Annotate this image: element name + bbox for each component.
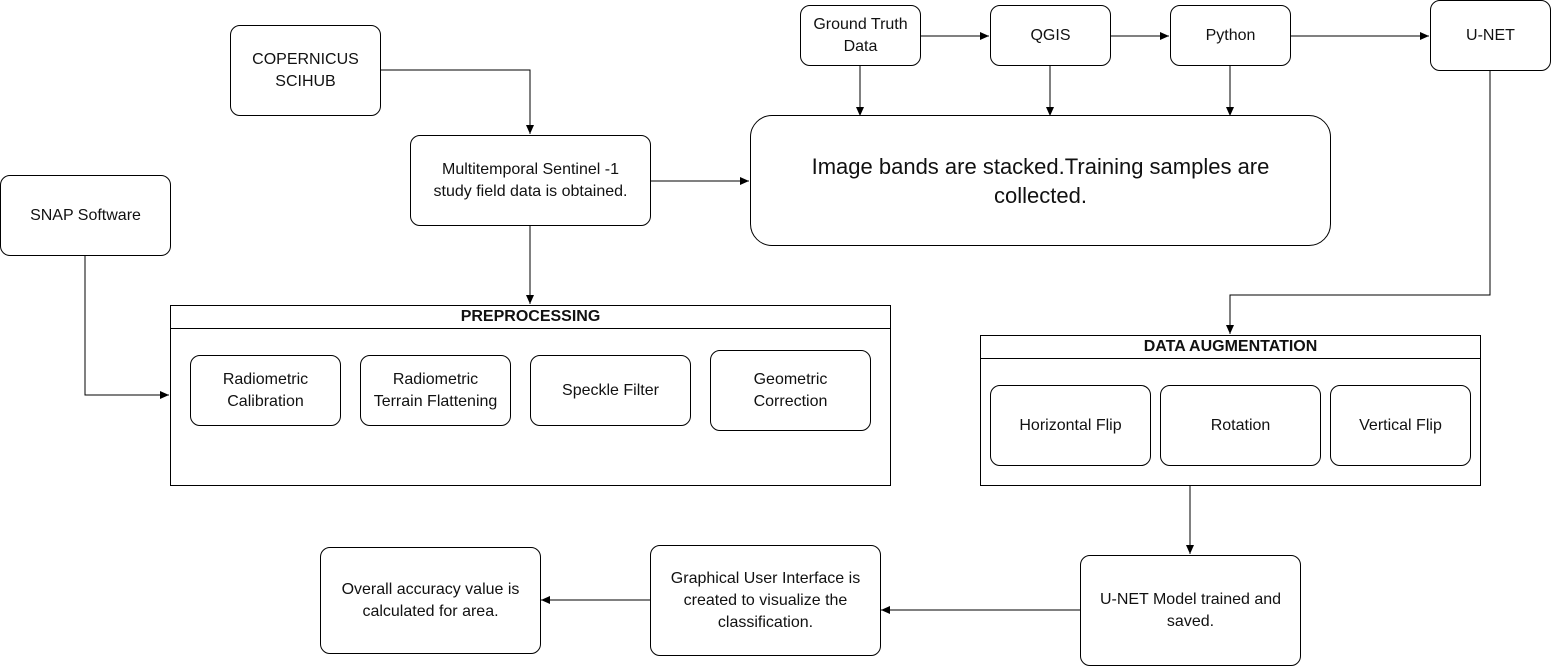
rotation-node: Rotation bbox=[1160, 385, 1321, 466]
gui-visualization-node: Graphical User Interface is created to v… bbox=[650, 545, 881, 656]
radiometric-calibration-node: Radiometric Calibration bbox=[190, 355, 341, 426]
qgis-node: QGIS bbox=[990, 5, 1111, 66]
data-augmentation-title: DATA AUGMENTATION bbox=[981, 336, 1480, 359]
geometric-correction-node: Geometric Correction bbox=[710, 350, 871, 431]
unet-model-trained-node: U-NET Model trained and saved. bbox=[1080, 555, 1301, 666]
arrow-copernicus-to-multitemporal bbox=[380, 69, 534, 134]
unet-node: U-NET bbox=[1430, 0, 1551, 71]
copernicus-scihub-node: COPERNICUS SCIHUB bbox=[230, 25, 381, 116]
python-node: Python bbox=[1170, 5, 1291, 66]
radiometric-terrain-flattening-node: Radiometric Terrain Flattening bbox=[360, 355, 511, 426]
horizontal-flip-node: Horizontal Flip bbox=[990, 385, 1151, 466]
speckle-filter-node: Speckle Filter bbox=[530, 355, 691, 426]
vertical-flip-node: Vertical Flip bbox=[1330, 385, 1471, 466]
arrow-snap-to-preprocessing bbox=[84, 255, 169, 399]
preprocessing-title: PREPROCESSING bbox=[171, 306, 890, 329]
stacked-bands-node: Image bands are stacked.Training samples… bbox=[750, 115, 1331, 246]
multitemporal-sentinel-node: Multitemporal Sentinel -1 study field da… bbox=[410, 135, 651, 226]
ground-truth-data-node: Ground Truth Data bbox=[800, 5, 921, 66]
snap-software-node: SNAP Software bbox=[0, 175, 171, 256]
overall-accuracy-node: Overall accuracy value is calculated for… bbox=[320, 547, 541, 654]
